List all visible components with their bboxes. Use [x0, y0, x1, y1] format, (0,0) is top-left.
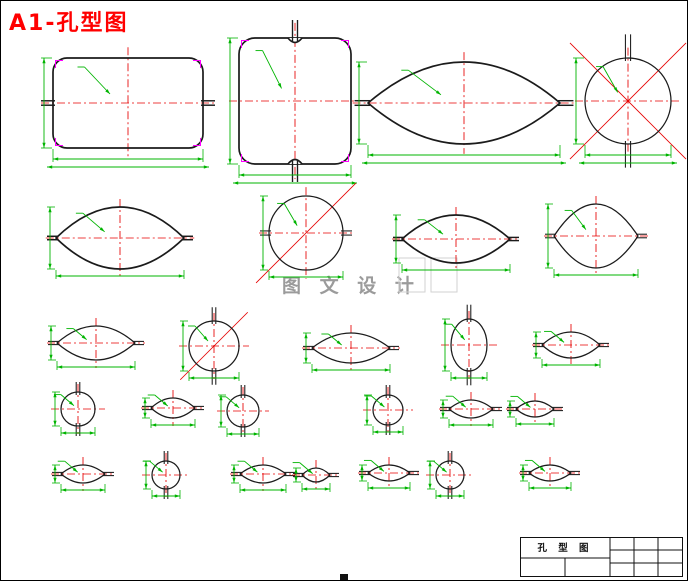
pass-shapes-layer — [41, 20, 687, 499]
oval-pass-b — [45, 199, 195, 279]
drawing-title: A1-孔型图 — [9, 11, 129, 36]
oval-pass-k — [51, 457, 115, 493]
oval-pass-i — [439, 392, 503, 428]
box-pass-a — [41, 47, 215, 169]
title-block: 孔 型 图 — [520, 537, 683, 577]
fold-mark — [340, 574, 348, 580]
box-pass-b — [227, 20, 361, 185]
round-pass-d — [51, 382, 105, 436]
oval-pass-h — [141, 390, 205, 428]
oval-pass-n — [358, 457, 420, 491]
oval-pass-f — [302, 325, 400, 373]
round-pass-e — [217, 385, 269, 437]
round-pass-a — [569, 34, 687, 168]
round-pass-g — [142, 451, 190, 499]
round-pass-h — [426, 451, 474, 499]
oval-pass-j — [506, 393, 564, 427]
title-block-drawing-name: 孔 型 图 — [537, 542, 592, 554]
oval-pass-m — [292, 460, 340, 492]
oval-pass-d — [544, 196, 648, 278]
oval-pass-c — [392, 207, 520, 273]
watermark-logo-remnant — [398, 257, 458, 293]
round-pass-f — [363, 385, 413, 435]
oval-pass-e — [47, 318, 145, 370]
oval-pass-a — [352, 52, 576, 165]
oval-pass-g — [532, 324, 610, 368]
ellipse-pass-a — [441, 304, 497, 386]
oval-pass-l — [230, 457, 296, 493]
watermark-text: 图 文 设 计 — [282, 275, 420, 297]
round-pass-b — [255, 182, 357, 284]
oval-pass-o — [519, 457, 581, 491]
round-pass-c — [179, 307, 249, 385]
